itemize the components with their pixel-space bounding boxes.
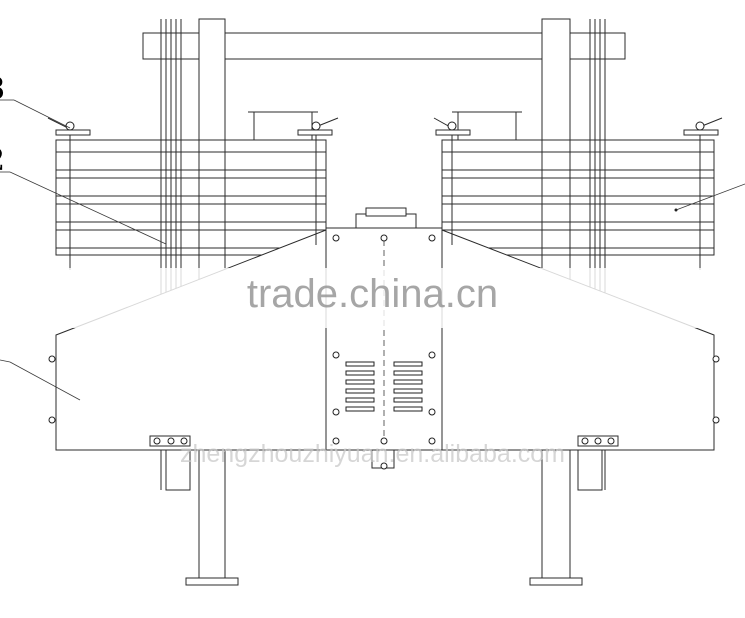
central-drive-housing	[325, 207, 443, 470]
right-outer-clamp	[683, 117, 723, 270]
watermark-band	[0, 268, 745, 328]
callout-label-mid: 2	[0, 143, 5, 178]
callout-leaders	[0, 99, 745, 401]
left-inner-clamp	[297, 117, 339, 245]
left-outer-clamp	[47, 117, 91, 270]
right-inner-clamp	[433, 117, 471, 245]
callout-label-top: 8	[0, 72, 5, 107]
watermark-subtext: zhengzhouzhiyuan.en.alibaba.com	[180, 440, 565, 468]
watermark-text: trade.china.cn	[246, 272, 499, 316]
